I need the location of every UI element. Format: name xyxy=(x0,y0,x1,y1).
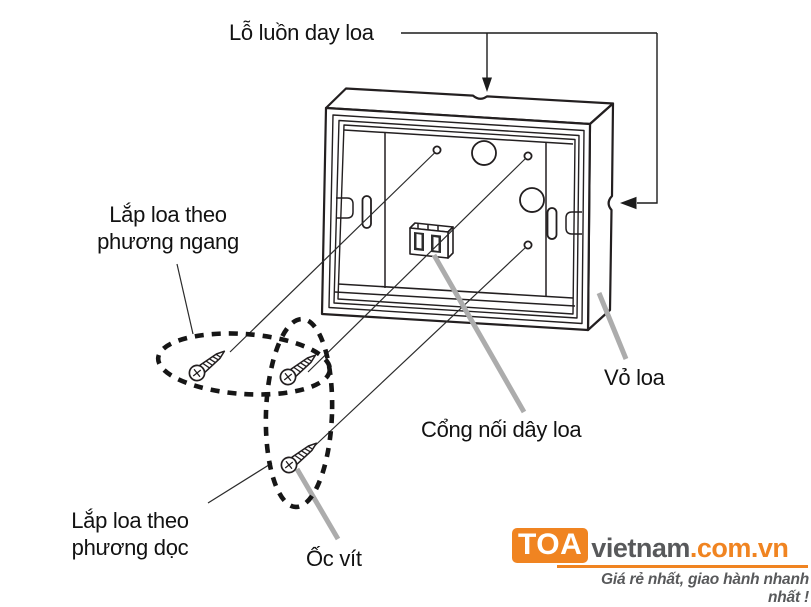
label-wire-connector: Cổng nối dây loa xyxy=(421,417,582,442)
wire-hole-callout xyxy=(401,32,658,210)
terminal-block xyxy=(409,222,454,259)
leader-lines xyxy=(176,152,526,504)
label-mount-vertical: Lắp loa theo phương dọc xyxy=(50,507,210,561)
logo-tagline: Giá rẻ nhất, giao hành nhanh nhất ! xyxy=(601,571,809,606)
logo-divider xyxy=(557,565,808,568)
screw-2 xyxy=(276,348,322,389)
label-line: phương dọc xyxy=(71,535,189,560)
screw-hole-1 xyxy=(432,145,442,155)
label-line: phương ngang xyxy=(97,229,239,254)
screw-1 xyxy=(185,344,231,385)
label-mount-horizontal: Lắp loa theo phương ngang xyxy=(78,201,258,255)
toavietnam-logo: TOA vietnam .com.vn xyxy=(512,528,789,563)
enclosure-drawing xyxy=(320,87,615,332)
label-shell: Vỏ loa xyxy=(604,365,665,390)
logo-domain-text: .com.vn xyxy=(689,533,789,563)
label-wire-hole: Lỗ luồn day loa xyxy=(229,20,374,45)
arrow-down-icon xyxy=(482,77,492,92)
label-screws: Ốc vít xyxy=(306,546,362,571)
toa-logo-box: TOA xyxy=(512,528,589,563)
arrow-left-icon xyxy=(620,196,637,210)
pointer-lines xyxy=(294,253,629,541)
label-line: Lắp loa theo xyxy=(71,508,189,533)
screw-hole-2 xyxy=(523,151,533,161)
screw-hole-3 xyxy=(523,240,533,250)
vertical-mount-ellipse xyxy=(263,316,335,510)
logo-name-text: vietnam xyxy=(591,533,690,563)
label-line: Lắp loa theo xyxy=(109,202,227,227)
